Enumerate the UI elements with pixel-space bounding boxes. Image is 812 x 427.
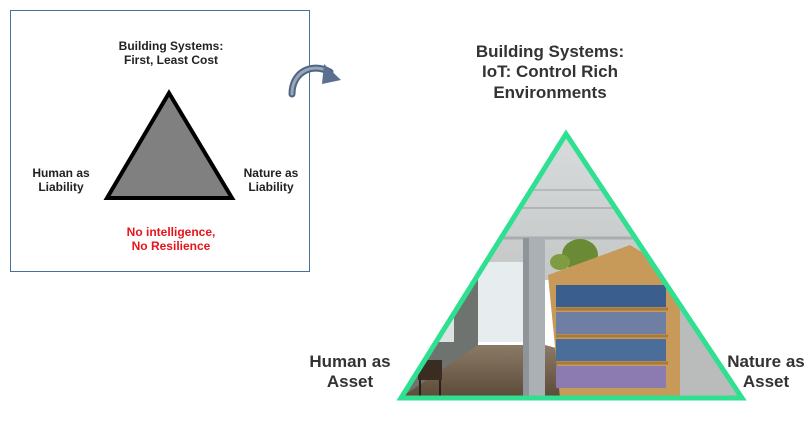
right-top-label-line1: Building Systems: <box>475 42 625 61</box>
right-top-label-line2: IoT: Control Rich <box>482 62 618 82</box>
right-top-label-line3: Environments <box>493 82 607 102</box>
left-top-label: Building Systems: First, Least Cost <box>91 39 251 68</box>
right-left-label-line1: Human as <box>309 352 391 371</box>
office-library-interior-photo <box>401 134 742 398</box>
right-right-label-line1: Nature as <box>727 352 805 371</box>
right-left-label-line2: Asset <box>326 372 374 392</box>
left-top-label-line2: First, Least Cost <box>123 53 219 68</box>
right-left-label: Human as Asset <box>300 352 400 393</box>
liability-model-box: Building Systems: First, Least Cost Huma… <box>10 10 310 272</box>
right-top-label: Building Systems: IoT: Control Rich Envi… <box>440 42 660 103</box>
left-bottom-label-line2: No Resilience <box>131 239 211 254</box>
left-right-label-line2: Liability <box>248 180 294 195</box>
left-left-label-line2: Liability <box>38 180 84 195</box>
left-right-label-line1: Nature as <box>243 166 299 180</box>
left-left-label: Human as Liability <box>21 166 101 195</box>
left-bottom-label-line1: No intelligence, <box>126 225 216 239</box>
left-top-label-line1: Building Systems: <box>118 39 224 53</box>
left-right-label: Nature as Liability <box>231 166 311 195</box>
right-right-label: Nature as Asset <box>720 352 812 393</box>
right-right-label-line2: Asset <box>742 372 790 392</box>
left-left-label-line1: Human as <box>32 166 90 180</box>
curved-arrow-icon <box>288 64 341 98</box>
left-bottom-label: No intelligence, No Resilience <box>91 225 251 254</box>
liability-triangle <box>103 89 236 200</box>
